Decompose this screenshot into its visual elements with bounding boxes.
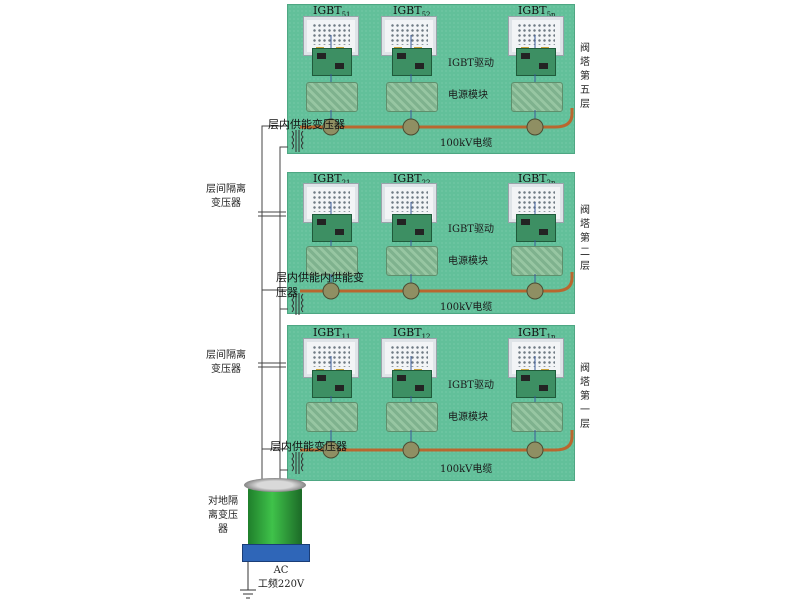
igbt-driver-label-5: IGBT驱动 [448, 58, 494, 69]
power-module-2-n [511, 246, 563, 276]
cable-label-1: 100kV电缆 [440, 464, 493, 475]
igbt-driver-label-2: IGBT驱动 [448, 224, 494, 235]
power-module-1-n [511, 402, 563, 432]
igbt-driver-board-2-n [516, 214, 556, 242]
igbt-driver-board-5-1 [312, 48, 352, 76]
power-module-5-n [511, 82, 563, 112]
in-layer-transformer-symbols [291, 130, 304, 474]
valve-tower-layer-1-label: 阀塔第一层 [580, 363, 590, 430]
power-module-1-2 [386, 402, 438, 432]
feed-lines [258, 125, 288, 481]
in-layer-transformer-label-1: 层内供能变压器 [270, 440, 347, 453]
power-module-label-5: 电源模块 [448, 90, 488, 101]
igbt-driver-label-1: IGBT驱动 [448, 380, 494, 391]
hv-cables [300, 108, 574, 452]
cable-label-5: 100kV电缆 [440, 138, 493, 149]
igbt-driver-board-5-2 [392, 48, 432, 76]
transformer-base [242, 544, 310, 562]
ground-symbol [240, 560, 256, 599]
igbt-label-1-1: IGBT11 [313, 326, 350, 341]
transformer-top-cap [244, 478, 306, 492]
igbt-driver-board-1-2 [392, 370, 432, 398]
igbt-label-5-n: IGBT5n [518, 4, 556, 19]
igbt-label-1-n: IGBT1n [518, 326, 556, 341]
power-module-1-1 [306, 402, 358, 432]
valve-tower-layer-5-label: 阀塔第五层 [580, 43, 590, 110]
valve-tower-layer-2-label: 阀塔第二层 [580, 205, 590, 272]
ground-transformer-label: 对地隔离变压器 [208, 496, 238, 535]
power-module-5-2 [386, 82, 438, 112]
in-layer-transformer-label-5: 层内供能变压器 [268, 118, 345, 131]
interlayer-transformer-label-lower: 层间隔离变压器 [206, 350, 246, 375]
igbt-label-5-1: IGBT51 [313, 4, 350, 19]
igbt-driver-board-1-n [516, 370, 556, 398]
cable-to-module-links [330, 35, 536, 450]
cable-label-2: 100kV电缆 [440, 302, 493, 313]
ground-isolation-transformer [248, 486, 302, 548]
igbt-driver-board-5-n [516, 48, 556, 76]
in-layer-transformer-label-2: 层内供能内供能变压器 [276, 271, 364, 299]
igbt-label-1-2: IGBT12 [393, 326, 430, 341]
power-module-2-1 [306, 246, 358, 276]
power-module-5-1 [306, 82, 358, 112]
igbt-driver-board-2-1 [312, 214, 352, 242]
toroid-cores [322, 118, 544, 459]
igbt-driver-board-2-2 [392, 214, 432, 242]
power-module-2-2 [386, 246, 438, 276]
power-module-label-2: 电源模块 [448, 256, 488, 267]
interlayer-transformer-label-upper: 层间隔离变压器 [206, 184, 246, 209]
igbt-driver-board-1-1 [312, 370, 352, 398]
power-module-label-1: 电源模块 [448, 412, 488, 423]
igbt-label-5-2: IGBT52 [393, 4, 430, 19]
